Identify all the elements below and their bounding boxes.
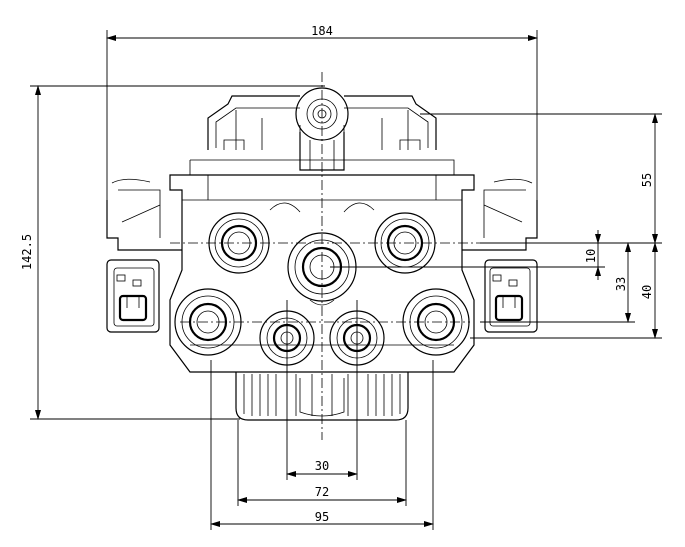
dim-right-lower: 40	[640, 285, 654, 299]
dimension-lines	[30, 30, 662, 530]
port-bottom-left	[259, 310, 315, 366]
dim-bottom-outer: 95	[315, 510, 329, 524]
right-connector	[484, 259, 538, 333]
dim-right-upper: 55	[640, 173, 654, 187]
dim-overall-height: 142.5	[20, 234, 34, 270]
bottom-fin-block	[235, 372, 409, 421]
valve-housing	[106, 87, 538, 421]
port-lower-left	[174, 288, 242, 356]
dim-bottom-inner: 30	[315, 459, 329, 473]
ports	[174, 212, 470, 366]
port-bottom-right	[329, 310, 385, 366]
port-upper-left	[208, 212, 270, 274]
dim-right-mid: 33	[614, 277, 628, 291]
port-lower-right	[402, 288, 470, 356]
dim-overall-width: 184	[311, 24, 333, 38]
left-connector	[106, 259, 160, 333]
dim-right-small: 10	[584, 249, 598, 263]
port-center	[287, 232, 357, 302]
centerlines	[170, 72, 480, 440]
dim-bottom-mid: 72	[315, 485, 329, 499]
port-upper-right	[374, 212, 436, 274]
